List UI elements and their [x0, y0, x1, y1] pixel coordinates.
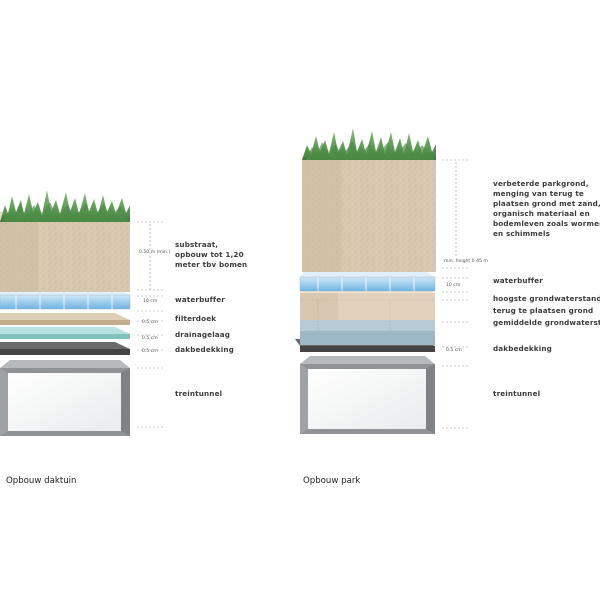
dim-substraat-min: 0.50 m (min.) — [139, 249, 171, 255]
dim-dakbedekking: 0.5 cm — [142, 348, 158, 354]
left-waterbuffer-layer — [0, 290, 131, 310]
dim-filterdoek: 0.5 cm — [142, 319, 158, 325]
label-terug-te-plaatsen-grond: terug te plaatsen grond — [493, 306, 593, 315]
right-grass — [302, 128, 436, 160]
left-caption: Opbouw daktuin — [6, 476, 77, 486]
label-waterbuffer: waterbuffer — [175, 295, 225, 304]
dim-drainagelaag: 0.5 cm — [142, 335, 158, 341]
left-stack: 0.50 m (min.) 10 cm 0.5 cm 0.5 cm 0.5 cm… — [0, 190, 247, 486]
right-caption: Opbouw park — [303, 476, 360, 486]
label-treintunnel: treintunnel — [175, 389, 222, 398]
label-gemiddelde-grondwaterstand: gemiddelde grondwaterstand — [493, 318, 600, 327]
left-grass — [0, 190, 130, 222]
right-parkgrond-block — [302, 150, 436, 272]
left-dimension-labels: 0.50 m (min.) 10 cm 0.5 cm 0.5 cm 0.5 cm — [139, 249, 171, 354]
label-parkgrond-1: verbeterde parkgrond, — [493, 179, 589, 188]
dim-waterbuffer: 10 cm — [143, 298, 158, 304]
left-layer-labels: substraat, opbouw tot 1,20 meter tbv bom… — [175, 240, 247, 398]
left-drainage-layer — [0, 327, 130, 339]
label-parkgrond-6: en schimmels — [493, 229, 550, 238]
label-substraat-3: meter tbv bomen — [175, 260, 247, 269]
label-filterdoek: filterdoek — [175, 314, 216, 323]
label-parkgrond-4: organisch materiaal en — [493, 209, 590, 218]
label-substraat-2: opbouw tot 1,20 — [175, 250, 244, 259]
dim-min-height: min. height 0.45 m — [444, 258, 488, 264]
right-measure-lines — [442, 159, 470, 429]
label-parkgrond-2: menging van terug te — [493, 189, 584, 198]
right-waterbuffer-layer — [299, 270, 436, 292]
right-tunnel — [300, 356, 435, 434]
left-filterdoek-layer — [0, 313, 130, 325]
label-substraat-1: substraat, — [175, 240, 218, 249]
right-groundwater-block — [300, 287, 435, 345]
right-dimension-labels: min. height 0.45 m 10 cm 0.5 cm — [444, 258, 488, 353]
right-layer-labels: verbeterde parkgrond, menging van terug … — [493, 179, 600, 398]
label-parkgrond-3: plaatsen grond met zand, — [493, 199, 600, 208]
dim-dakbedekking-right: 0.5 cm — [446, 347, 462, 353]
left-measure-lines — [137, 221, 165, 428]
dim-waterbuffer-right: 10 cm — [446, 282, 461, 288]
label-dakbedekking: dakbedekking — [175, 345, 234, 354]
right-stack: min. height 0.45 m 10 cm 0.5 cm verbeter… — [295, 128, 600, 486]
label-dakbedekking-right: dakbedekking — [493, 344, 552, 353]
left-dakbedekking-layer — [0, 342, 130, 355]
left-tunnel — [0, 360, 130, 436]
label-waterbuffer-right: waterbuffer — [493, 276, 543, 285]
label-drainagelaag: drainagelaag — [175, 330, 230, 339]
left-substraat-block — [0, 212, 130, 292]
label-treintunnel-right: treintunnel — [493, 389, 540, 398]
label-parkgrond-5: bodemleven zoals wormen — [493, 219, 600, 228]
label-hoogste-grondwaterstand: hoogste grondwaterstand — [493, 294, 600, 303]
